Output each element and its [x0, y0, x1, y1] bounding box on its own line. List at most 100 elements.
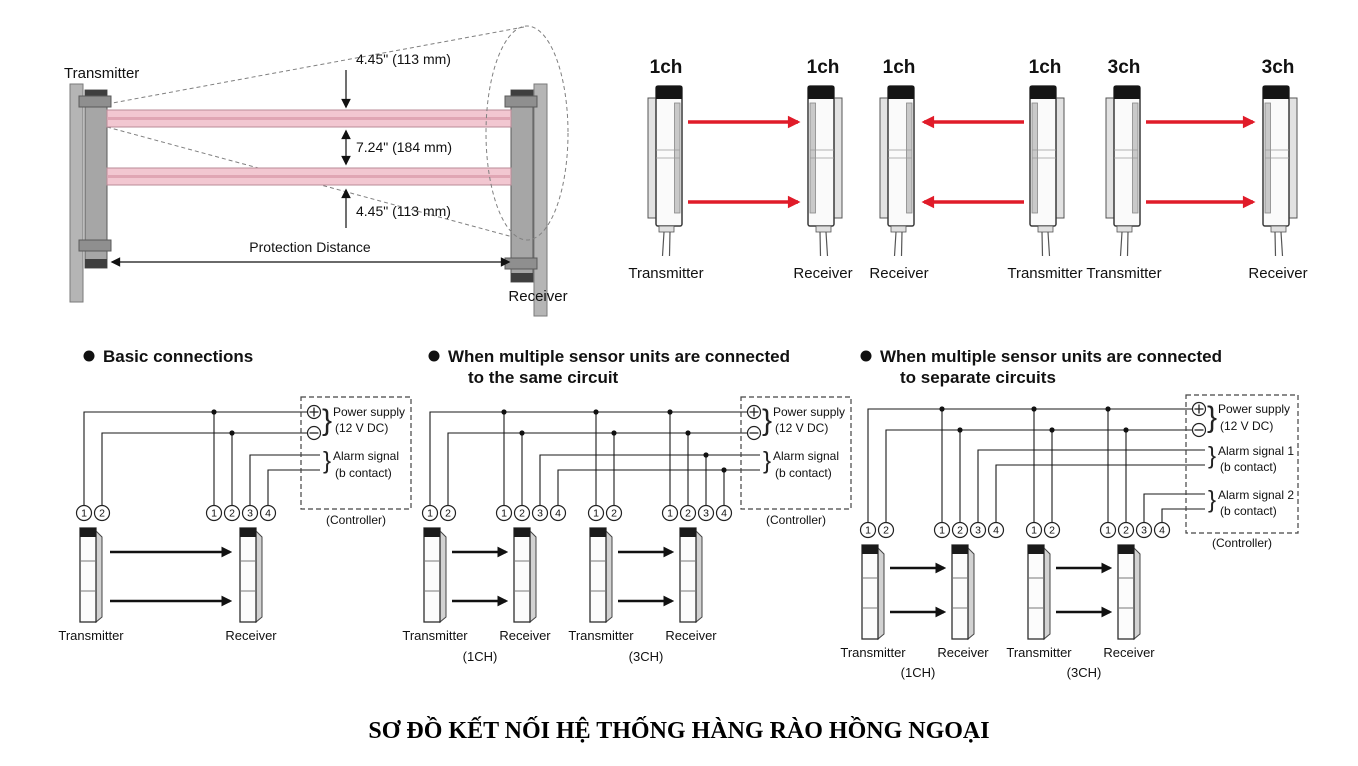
terminal-number: 1: [667, 508, 673, 520]
terminal-circle: [93, 504, 111, 522]
infrared-beam-bottom: [106, 167, 512, 186]
terminal-number: 2: [611, 508, 617, 520]
power-voltage-label: (12 V DC): [335, 421, 388, 435]
plus-terminal-icon: [306, 404, 322, 420]
transmitter-label: Transmitter: [58, 628, 124, 643]
controller-label: (Controller): [1212, 536, 1272, 550]
flow-arrows: [890, 562, 1113, 618]
minus-terminal-icon: [1191, 422, 1207, 438]
sensor-unit-icon: [879, 85, 915, 257]
brace-icon: }: [322, 404, 332, 437]
power-voltage-label: (12 V DC): [775, 421, 828, 435]
terminal-number: 3: [247, 508, 253, 520]
receiver-label: Receiver: [665, 628, 717, 643]
terminal-circle: [951, 521, 969, 539]
terminal-circle: [1153, 521, 1171, 539]
terminal-number: 3: [1141, 525, 1147, 537]
channel-label: 3ch: [1262, 57, 1295, 78]
alarm-signal-label: Alarm signal: [333, 449, 399, 463]
terminal-number: 2: [519, 508, 525, 520]
terminal-circle: [1043, 521, 1061, 539]
receiver-icon: [679, 527, 703, 623]
controller-label: (Controller): [326, 513, 386, 527]
terminal-circle: [987, 521, 1005, 539]
flow-arrows: [452, 546, 675, 607]
terminal-circle: [679, 504, 697, 522]
terminal-number: 1: [865, 525, 871, 537]
channel-label: 1ch: [1029, 57, 1062, 78]
section-title: Basic connections: [103, 347, 253, 366]
wires: [429, 411, 760, 505]
transmitter-label: Transmitter: [840, 645, 906, 660]
channel-label: 3ch: [1108, 57, 1141, 78]
sensor-unit-icon: [807, 85, 843, 257]
terminal-number: 3: [537, 508, 543, 520]
section-title: When multiple sensor units are connected: [880, 347, 1222, 366]
alarm-signal-1-label: Alarm signal 1: [1218, 444, 1294, 458]
terminal-number: 4: [993, 525, 999, 537]
wiring-same-circuit: When multiple sensor units are connected…: [402, 347, 852, 664]
terminal-circle: [259, 504, 277, 522]
terminal-number: 2: [229, 508, 235, 520]
terminal-number: 1: [501, 508, 507, 520]
sensor-unit-icon: [1262, 85, 1298, 257]
terminal-circle: [241, 504, 259, 522]
brace-icon: }: [762, 404, 772, 437]
power-supply-label: Power supply: [773, 405, 845, 419]
channel-config-diagram: 1ch 1ch 1ch 1ch 3ch 3ch Transmitter Rece…: [628, 57, 1307, 282]
transmitter-icon: [423, 527, 447, 623]
channel-group-label: (1CH): [901, 665, 936, 680]
terminal-circle: [715, 504, 733, 522]
terminal-circle: [421, 504, 439, 522]
dim-mid-label: 7.24" (184 mm): [356, 139, 452, 155]
wires: [83, 411, 320, 505]
infrared-beam-arrows: [688, 115, 1256, 209]
section-title-line2: to the same circuit: [468, 368, 619, 387]
terminal-number: 1: [1105, 525, 1111, 537]
terminal-number: 4: [721, 508, 727, 520]
receiver-icon: [513, 527, 537, 623]
transmitter-label: Transmitter: [1006, 645, 1072, 660]
beam-cone-ellipse: [485, 25, 569, 241]
channel-label: 1ch: [650, 57, 683, 78]
brace-icon: }: [323, 447, 331, 474]
terminal-circle: [513, 504, 531, 522]
caption-text: SƠ ĐỒ KẾT NỐI HỆ THỐNG HÀNG RÀO HỒNG NGO…: [368, 717, 989, 744]
terminal-circle: [75, 504, 93, 522]
brace-icon: }: [1207, 401, 1217, 434]
terminal-number: 3: [975, 525, 981, 537]
transmitter-post-icon: [69, 83, 112, 303]
unit-role-label: Receiver: [869, 265, 928, 282]
bullet-icon: [860, 350, 872, 362]
alarm-signal-label: Alarm signal: [773, 449, 839, 463]
junction-dots: [211, 409, 235, 436]
receiver-icon: [1117, 544, 1141, 640]
dim-bottom-label: 4.45" (113 mm): [356, 203, 451, 219]
terminal-number: 1: [427, 508, 433, 520]
controller-box: [1185, 394, 1299, 534]
transmitter-icon: [79, 527, 103, 623]
controller: } Power supply (12 V DC) } Alarm signal …: [740, 396, 852, 527]
terminal-number: 1: [81, 508, 87, 520]
terminal-number: 2: [685, 508, 691, 520]
sensor-unit-icon: [1105, 85, 1141, 257]
terminal-circle: [969, 521, 987, 539]
brace-icon: }: [1208, 486, 1216, 513]
alarm-contact-label: (b contact): [775, 466, 832, 480]
bullet-icon: [83, 350, 95, 362]
terminal-circle: [1025, 521, 1043, 539]
terminal-number: 4: [555, 508, 561, 520]
terminal-circle: [859, 521, 877, 539]
receiver-label: Receiver: [225, 628, 277, 643]
transmitter-label: Transmitter: [64, 65, 139, 82]
terminal-circle: [661, 504, 679, 522]
alarm-contact-label: (b contact): [1220, 460, 1277, 474]
terminal-number: 1: [593, 508, 599, 520]
channel-group-label: (1CH): [463, 649, 498, 664]
receiver-post-icon: [504, 83, 548, 317]
transmitter-icon: [589, 527, 613, 623]
receiver-icon: [951, 544, 975, 640]
terminal-number: 2: [1049, 525, 1055, 537]
sensor-unit-icon: [647, 85, 683, 257]
